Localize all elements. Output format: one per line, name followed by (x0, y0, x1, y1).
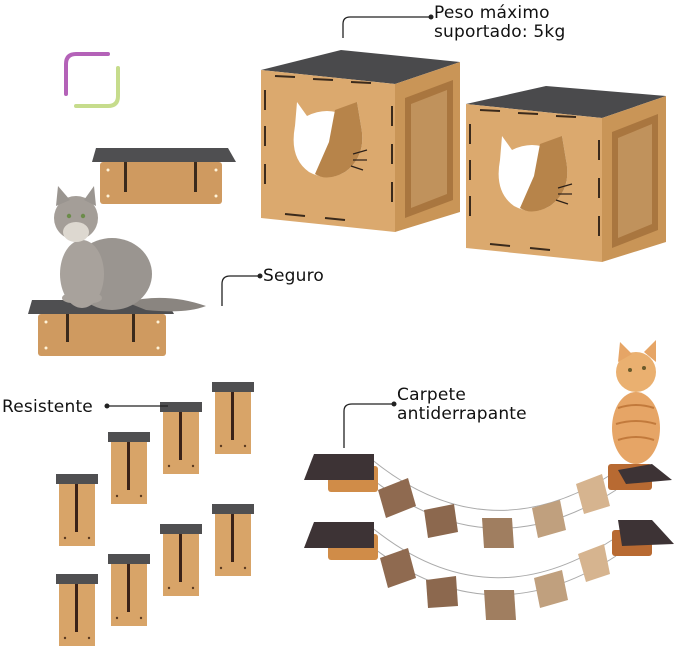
wall-shelf-icon (28, 186, 206, 356)
callout-weight-line2: suportado: 5kg (434, 22, 566, 42)
bridges-group (296, 444, 676, 624)
orange-kitten (604, 338, 666, 468)
wall-shelf-2-with-cat (26, 182, 216, 358)
wall-shelf-1 (88, 142, 238, 206)
orange-cat-icon (612, 340, 660, 464)
steps-icon (56, 382, 254, 646)
callout-weight-line1: Peso máximo (434, 3, 550, 23)
cat-house-icon (261, 50, 460, 232)
gray-cat-icon (54, 186, 206, 312)
cat-house-2 (462, 82, 670, 266)
wall-shelf-icon (92, 148, 236, 204)
rounded-square-bracket-icon (64, 52, 120, 108)
steps-group (48, 378, 260, 650)
callout-carpet: Carpete antiderrapante (397, 386, 527, 424)
cat-house-icon (466, 86, 666, 262)
brand-logo (62, 50, 124, 110)
callout-secure: Seguro (263, 266, 325, 286)
bridge-icon (304, 454, 674, 620)
callout-carpet-line1: Carpete (397, 385, 467, 405)
callout-carpet-line2: antiderrapante (397, 404, 527, 424)
callout-weight: Peso máximo suportado: 5kg (434, 4, 565, 42)
cat-house-1 (255, 46, 467, 236)
callout-resistant: Resistente (2, 397, 93, 417)
